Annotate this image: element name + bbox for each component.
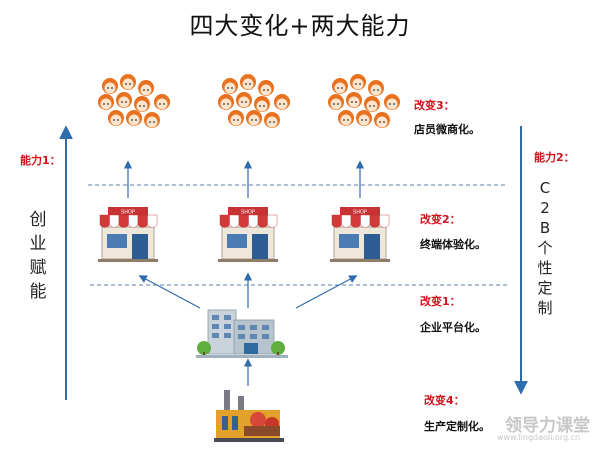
ability-1-label: 能力1： [20, 154, 61, 167]
ability-1-char: 业 [29, 234, 47, 254]
ability-2-char: 性 [537, 259, 553, 277]
shop-icon: SHOP [330, 207, 390, 262]
arrow-office-to-shop-right [295, 275, 358, 309]
person-group-icon [98, 74, 170, 128]
watermark-url: www.lingdaoli.org.cn [497, 433, 581, 442]
change-2-label: 改变2： [420, 213, 461, 226]
ability-2-label: 能力2： [534, 151, 575, 164]
shop-icon: SHOP [98, 207, 158, 262]
ability-2-char: 制 [537, 299, 553, 317]
ability-2-char: B [539, 219, 551, 237]
ability-2-char: 个 [537, 239, 553, 257]
watermark-logo: 领导力课堂 [505, 416, 590, 436]
change-3-label: 改变3： [414, 99, 455, 112]
ability-1-vertical-text: 创 业 赋 能 [24, 208, 52, 304]
factory-icon [214, 390, 284, 442]
change-1-text: 企业平台化。 [420, 321, 486, 334]
ability-2-char: C [539, 179, 551, 197]
arrow-office-to-shop-left [138, 275, 201, 309]
shop-sign-text: SHOP [241, 210, 255, 216]
person-group-icon [218, 74, 290, 128]
ability-2-char: 2 [540, 199, 550, 217]
change-1-label: 改变1： [420, 295, 461, 308]
shop-sign-text: SHOP [121, 210, 135, 216]
person-group-icon [328, 74, 400, 128]
office-building-icon [196, 309, 288, 358]
ability-2-vertical-text: C 2 B 个 性 定 制 [533, 178, 557, 318]
ability-1-char: 创 [29, 210, 47, 230]
page-title: 四大变化+两大能力 [189, 12, 411, 40]
ability-1-char: 赋 [29, 258, 47, 278]
shop-icon: SHOP [218, 207, 278, 262]
ability-1-char: 能 [29, 282, 47, 302]
ability-2-char: 定 [537, 279, 553, 297]
change-2-text: 终端体验化。 [420, 238, 486, 251]
change-4-label: 改变4： [424, 394, 465, 407]
change-3-text: 店员微商化。 [414, 123, 480, 136]
shop-sign-text: SHOP [353, 210, 367, 216]
change-4-text: 生产定制化。 [424, 420, 490, 433]
